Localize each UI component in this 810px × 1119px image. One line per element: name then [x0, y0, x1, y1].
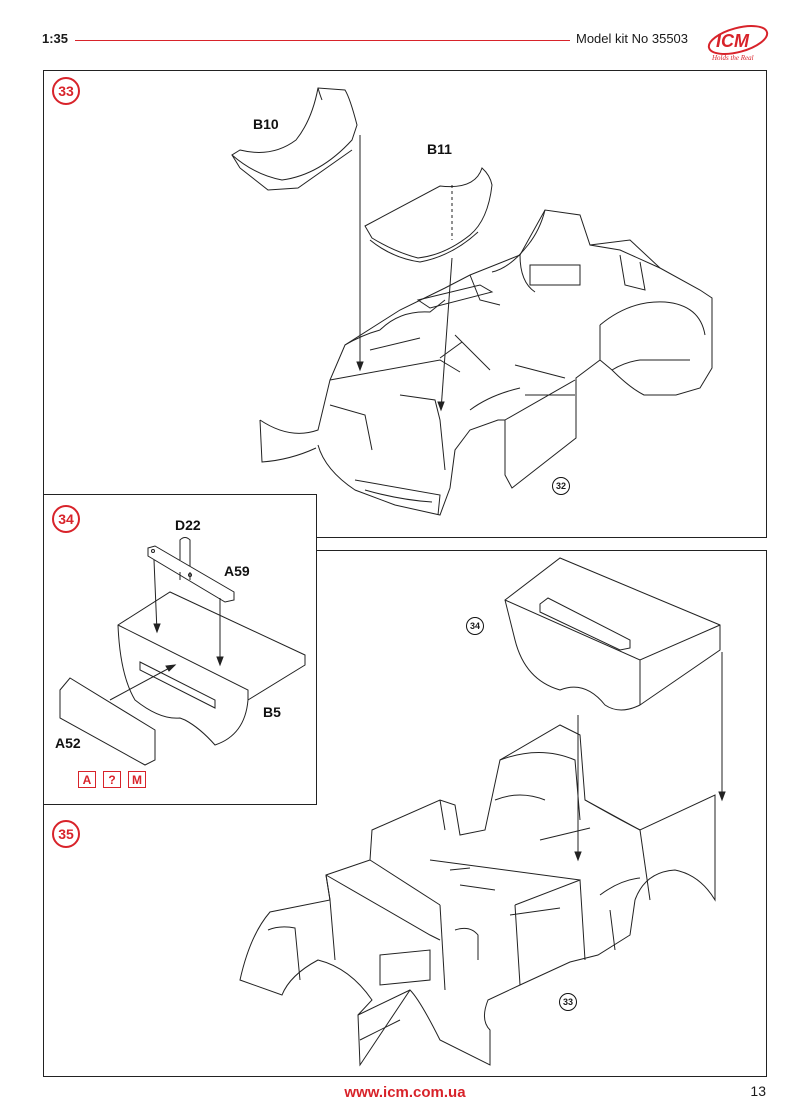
part-b10-drawing	[231, 87, 358, 191]
icm-logo: ICM Holds the Real	[706, 22, 776, 64]
svg-text:Holds the Real: Holds the Real	[711, 54, 754, 62]
step-34-number: 34	[52, 505, 80, 533]
part-label-b5: B5	[263, 704, 281, 720]
paint-code-m: M	[128, 771, 146, 788]
header-rule	[75, 40, 570, 41]
part-b11-drawing	[364, 167, 493, 263]
chassis-body-35	[239, 724, 716, 1067]
paint-code-unknown: ?	[103, 771, 121, 788]
chassis-body-33	[259, 209, 713, 516]
part-a52-drawing	[59, 677, 156, 766]
part-label-a59: A59	[224, 563, 250, 579]
part-label-d22: D22	[175, 517, 201, 533]
page-number: 13	[750, 1083, 766, 1099]
step-33-panel	[43, 70, 767, 538]
step-33-number: 33	[52, 77, 80, 105]
part-b5-drawing	[117, 591, 306, 746]
svg-text:ICM: ICM	[716, 31, 750, 51]
scale-label: 1:35	[42, 31, 69, 46]
footer-url[interactable]: www.icm.com.ua	[344, 1084, 466, 1101]
part-d22-drawing	[179, 537, 191, 566]
ref-step-33: 33	[559, 993, 577, 1011]
part-label-a52: A52	[55, 735, 81, 751]
top-b5-drawing-35	[504, 557, 721, 711]
part-label-b10: B10	[253, 116, 279, 132]
part-label-b11: B11	[427, 141, 452, 157]
ref-step-32: 32	[552, 477, 570, 495]
kit-number: Model kit No 35503	[576, 31, 689, 46]
paint-code-a: A	[78, 771, 96, 788]
ref-step-34: 34	[466, 617, 484, 635]
part-a59-drawing	[147, 545, 235, 603]
step-35-number: 35	[52, 820, 80, 848]
